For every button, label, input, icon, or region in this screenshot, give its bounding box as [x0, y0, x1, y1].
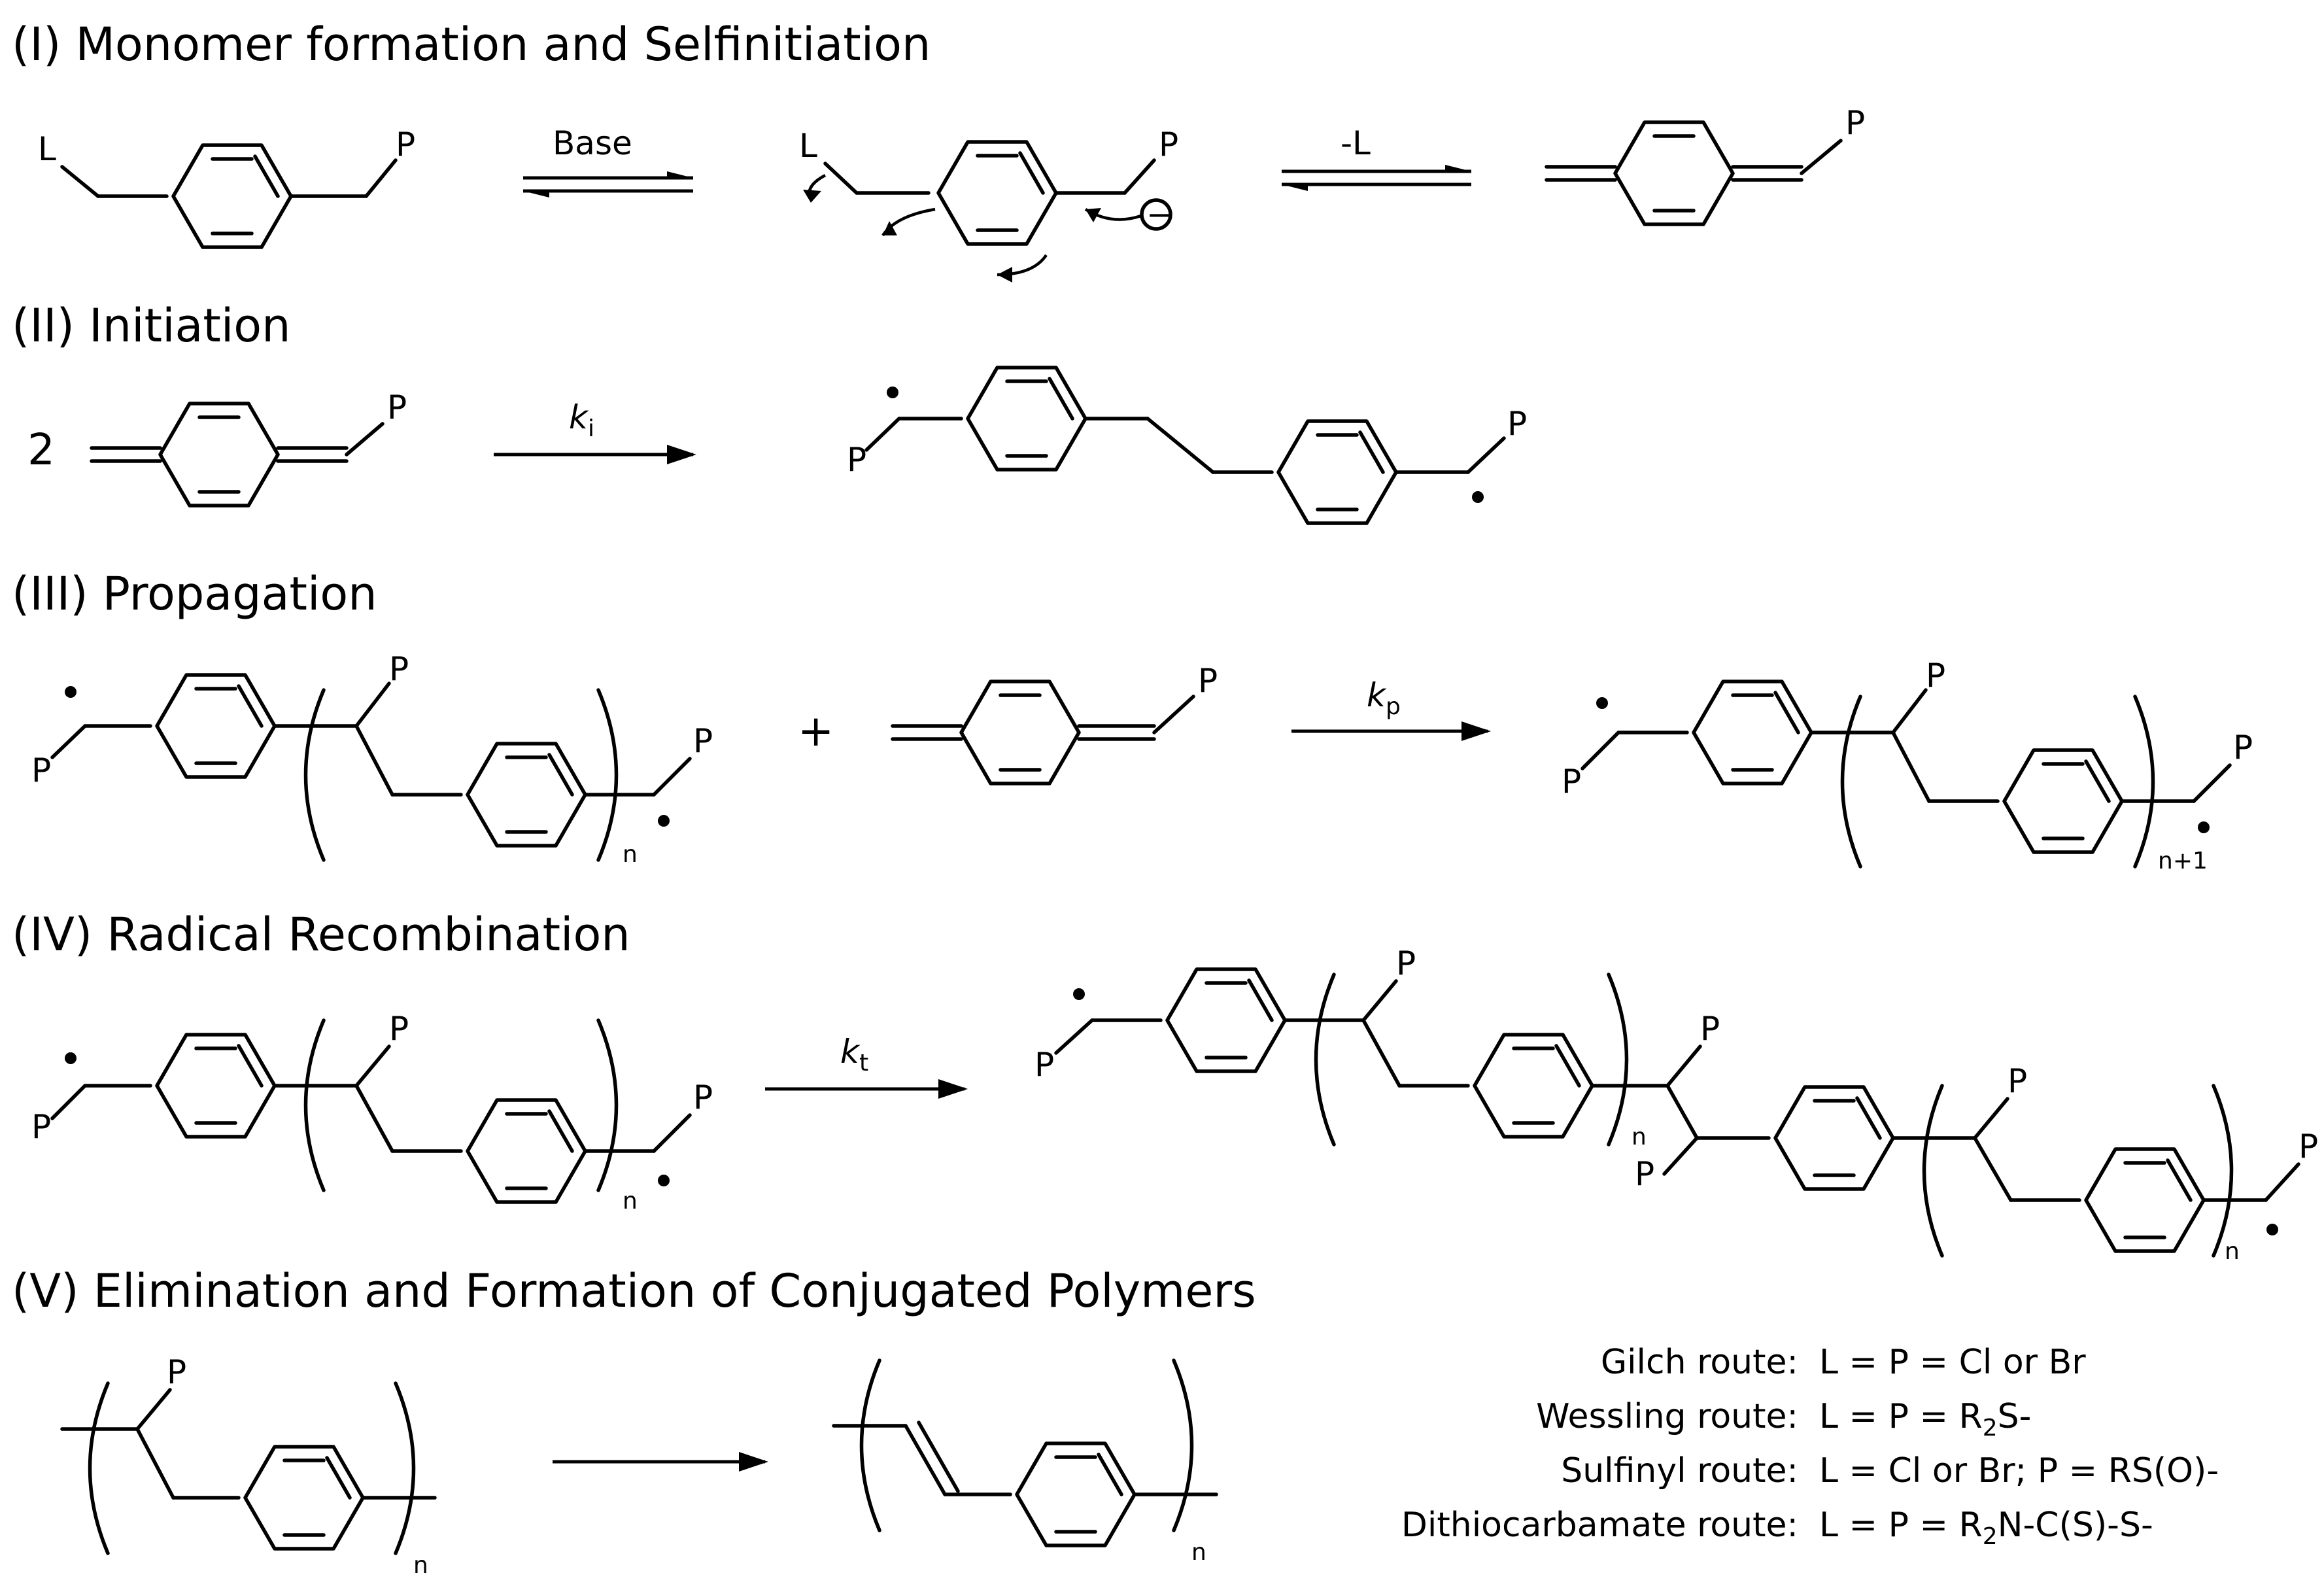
repeat-index-n: n [1191, 1539, 1206, 1566]
route-definition-wessling: L = P = R2S- [1819, 1397, 2031, 1441]
repeat-index-n: n [623, 1188, 638, 1215]
arrow-kp: kp [1291, 676, 1491, 741]
polarizer-group-label: P [31, 751, 51, 789]
polarizer-group-label: P [2233, 729, 2253, 767]
polarizer-group-label: P [1562, 763, 1581, 801]
carbanion-intermediate: L P − [799, 126, 1178, 283]
leaving-group-label: L [38, 130, 56, 168]
minus-L-condition: -L [1341, 124, 1371, 162]
section-title-propagation: (III) Propagation [12, 567, 377, 621]
base-condition: Base [553, 124, 632, 162]
leaving-group-label: L [799, 127, 817, 165]
polarizer-group-label: P [847, 441, 866, 479]
arrow-ki: ki [494, 398, 696, 464]
section-title-radical-recombination: (IV) Radical Recombination [12, 908, 630, 961]
polarizer-group-label: P [387, 388, 407, 426]
extended-polymer-radical: P P n+1 P [1562, 657, 2253, 874]
route-name-gilch: Gilch route: [1601, 1343, 1798, 1382]
polarizer-group-label: P [1926, 657, 1945, 695]
repeat-index-n-plus-1: n+1 [2158, 848, 2208, 874]
repeat-index-n: n [623, 841, 638, 868]
polarizer-group-label: P [693, 722, 713, 760]
stoichiometric-coefficient: 2 [27, 424, 55, 475]
monomer-reactant: P [891, 662, 1218, 784]
quinodimethane-monomer: P [1545, 104, 1865, 224]
polarizer-group-label: P [2008, 1062, 2027, 1100]
route-name-sulfinyl: Sulfinyl route: [1561, 1451, 1798, 1491]
route-definitions: Gilch route: L = P = Cl or Br Wessling r… [1401, 1343, 2219, 1550]
polarizer-group-label: P [693, 1078, 713, 1116]
monomer-reactant: P [90, 388, 407, 506]
growing-polymer-radical: P P n P [31, 650, 713, 868]
elimination-arrow [553, 1452, 768, 1472]
section-title-elimination: (V) Elimination and Formation of Conjuga… [12, 1264, 1256, 1318]
polarizer-group-label: P [1034, 1046, 1054, 1084]
precursor-molecule: L P [38, 126, 415, 247]
route-name-wessling: Wessling route: [1536, 1397, 1798, 1436]
repeat-index-n: n [2225, 1238, 2240, 1265]
section-title-initiation: (II) Initiation [12, 299, 291, 353]
polarizer-group-label: P [1159, 126, 1178, 164]
polarizer-group-label: P [1396, 944, 1416, 982]
route-definition-gilch: L = P = Cl or Br [1819, 1343, 2086, 1382]
rate-constant-k: ki [569, 398, 594, 442]
polarizer-group-label: P [389, 650, 409, 688]
polarizer-group-label: P [1198, 662, 1218, 700]
polarizer-group-label: P [167, 1353, 186, 1391]
route-definition-dithiocarbamate: L = P = R2N-C(S)-S- [1819, 1506, 2153, 1550]
equilibrium-arrow-minus-L: -L [1282, 124, 1471, 191]
polarizer-group-label: P [389, 1010, 409, 1048]
conjugated-polymer: n [832, 1360, 1218, 1566]
plus-sign: + [798, 706, 834, 756]
polarizer-group-label: P [1845, 104, 1865, 142]
polarizer-group-label: P [1700, 1010, 1720, 1048]
precursor-polymer: P n [60, 1353, 437, 1579]
rate-constant-k: kt [840, 1033, 868, 1077]
polymer-radical-reactant: P P n P [31, 1010, 713, 1215]
repeat-index-n: n [413, 1552, 428, 1579]
recombined-polymer: P P n P P P n P [1034, 944, 2318, 1265]
route-definition-sulfinyl: L = Cl or Br; P = RS(O)- [1819, 1451, 2219, 1491]
polarizer-group-label: P [31, 1108, 51, 1146]
diradical-dimer: P P [847, 368, 1527, 523]
route-name-dithiocarbamate: Dithiocarbamate route: [1401, 1506, 1798, 1545]
polarizer-group-label: P [2298, 1128, 2318, 1165]
section-title-monomer-formation: (I) Monomer formation and Selfinitiation [12, 18, 931, 71]
arrow-kt: kt [765, 1033, 968, 1099]
equilibrium-arrow-base: Base [523, 124, 693, 198]
polarizer-group-label: P [1635, 1155, 1654, 1193]
polarizer-group-label: P [396, 126, 415, 164]
rate-constant-k: kp [1367, 676, 1401, 720]
negative-charge: − [1146, 196, 1174, 233]
polarizer-group-label: P [1507, 405, 1527, 443]
repeat-index-n: n [1632, 1124, 1647, 1150]
